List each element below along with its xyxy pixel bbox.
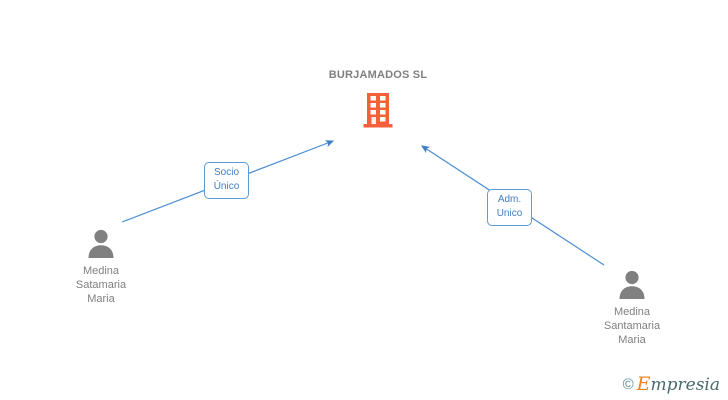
company-node[interactable]: BURJAMADOS SL [317, 68, 439, 130]
person-icon [88, 229, 114, 258]
person-node-right[interactable]: Medina Santamaria Maria [573, 265, 691, 347]
relation-label-adm-unico[interactable]: Adm. Unico [487, 189, 532, 226]
person-icon-wrap-left [42, 224, 160, 258]
brand-wordmark: Empresia [637, 375, 720, 394]
person-node-left[interactable]: Medina Satamaria Maria [42, 224, 160, 306]
person-name-left: Medina Satamaria Maria [75, 265, 127, 305]
brand-rest: mpresia [650, 375, 721, 395]
building-icon-wrap [317, 90, 439, 130]
brand-initial: E [636, 373, 651, 395]
relation-label-socio-unico[interactable]: Socio Único [204, 162, 249, 199]
person-name-right: Medina Santamaria Maria [603, 306, 661, 346]
person-icon [619, 270, 645, 299]
company-name-label: BURJAMADOS SL [328, 69, 428, 81]
copyright-icon: © [622, 376, 634, 393]
building-icon [363, 93, 393, 128]
empresia-watermark: © Empresia [623, 375, 720, 394]
person-icon-wrap-right [573, 265, 691, 299]
